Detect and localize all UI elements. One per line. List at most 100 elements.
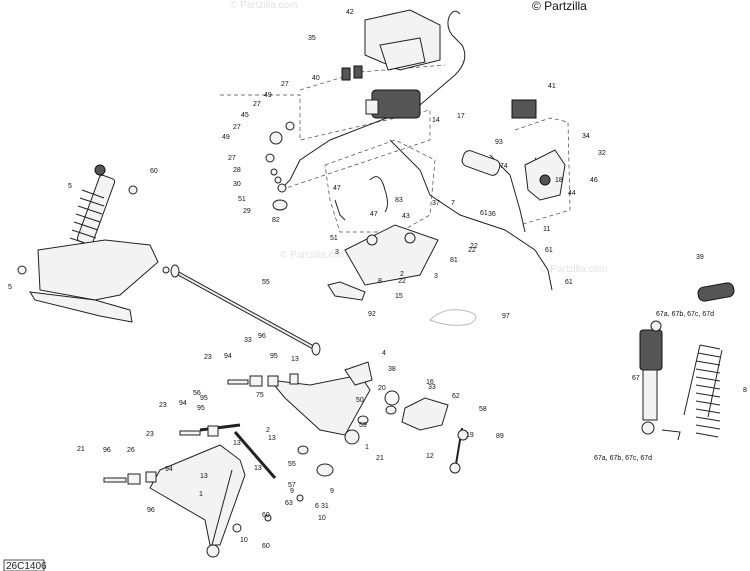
callout-label: 17 [457,113,465,120]
callout-label: 67a, 67b, 67c, 67d [594,455,652,462]
callout-label: 7 [451,200,455,207]
callout-label: 22 [468,247,476,254]
callout-label: 36 [488,211,496,218]
toe-link [199,423,277,479]
callout-label: 56 [193,390,201,397]
callout-labels: 4235402749452727492728305129144117937434… [8,9,747,550]
callout-label: 45 [241,112,249,119]
callout-label: 58 [479,406,487,413]
callout-label: 49 [222,134,230,141]
group-boxes [220,64,571,233]
drawing-code: 26C1406 [6,561,47,571]
bushings [103,373,397,533]
callout-label: 96 [103,447,111,454]
callout-label: 59 [359,422,367,429]
callout-label: 4 [382,350,386,357]
master-cylinder-bracket [341,9,441,81]
callout-label: 20 [378,385,386,392]
callout-label: 18 [555,177,563,184]
callout-label: 95 [197,405,205,412]
callout-label: 21 [376,455,384,462]
callout-label: 51 [330,235,338,242]
callout-label: 35 [308,35,316,42]
callout-label: 2 [400,271,404,278]
callout-label: 57 [288,482,296,489]
callout-label: 13 [233,440,241,447]
knuckle [384,390,449,431]
callout-label: 46 [590,177,598,184]
callout-label: 9 [290,488,294,495]
callout-label: 3 [335,249,339,256]
upper-control-arm [268,361,373,445]
callout-label: 96 [258,333,266,340]
callout-label: 5 [8,284,12,291]
callout-label: 47 [333,185,341,192]
callout-label: 38 [388,366,396,373]
left-shock-absorber [69,164,138,247]
callout-label: 21 [77,446,85,453]
callout-label: 55 [288,461,296,468]
callout-label: 9 [330,488,334,495]
callout-label: 3 [434,273,438,280]
callout-label: 22 [470,243,478,250]
callout-label: 19 [466,432,474,439]
callout-label: 2 [266,427,270,434]
callout-label: 60 [150,168,158,175]
callout-label: 94 [179,400,187,407]
callout-label: 62 [452,393,460,400]
callout-label: 96 [147,507,155,514]
callout-label: 41 [548,83,556,90]
callout-label: 39 [696,254,704,261]
callout-label: 94 [224,353,232,360]
callout-label: 61 [545,247,553,254]
callout-label: 50 [356,397,364,404]
caliper-assembly [524,149,566,201]
callout-label: 13 [268,435,276,442]
sway-bar-link [449,427,469,474]
callout-label: 61 [565,279,573,286]
callout-label: 13 [200,473,208,480]
drive-shaft [170,264,321,356]
callout-label: 43 [402,213,410,220]
watermark: © Partzilla.com [280,250,347,261]
bracket-92 [327,281,366,301]
callout-label: 11 [543,226,550,233]
callout-label: 27 [228,155,236,162]
callout-label: 27 [233,124,241,131]
callout-label: 22 [398,278,406,285]
callout-label: 5 [68,183,72,190]
copyright-notice: © Partzilla [532,0,587,13]
callout-label: 89 [496,433,504,440]
lower-control-arm [149,444,246,558]
callout-label: 34 [582,133,590,140]
callout-label: 10 [240,537,248,544]
callout-label: 47 [370,211,378,218]
callout-label: 10 [318,515,326,522]
callout-label: 42 [346,9,354,16]
callout-label: 26 [127,447,135,454]
callout-label: 27 [281,81,289,88]
callout-label: 8 [743,387,747,394]
callout-label: 67a, 67b, 67c, 67d [656,311,714,318]
master-cylinder [365,89,421,119]
callout-label: 94 [165,466,173,473]
callout-label: 14 [432,117,440,124]
pad-97 [429,309,477,326]
callout-label: 95 [200,395,208,402]
callout-label: 27 [253,101,261,108]
shock-spring [683,344,723,438]
rear-shock [639,320,681,441]
callout-label: 83 [395,197,403,204]
callout-label: 31 [321,503,329,510]
callout-label: 49 [264,92,272,99]
callout-label: 33 [428,384,436,391]
callout-label: 29 [243,208,251,215]
callout-label: 6 [315,503,319,510]
callout-label: 55 [262,279,270,286]
callout-label: 44 [568,190,576,197]
callout-label: 93 [495,139,503,146]
callout-label: 15 [395,293,403,300]
callout-label: 30 [233,181,241,188]
callout-label: 12 [426,453,434,460]
